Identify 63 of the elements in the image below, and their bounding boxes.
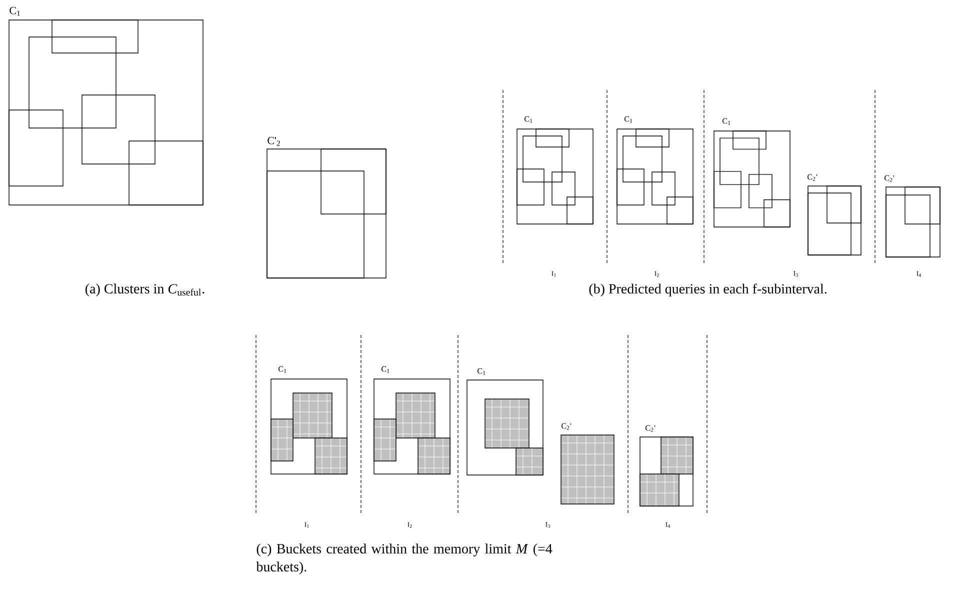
bucket-box <box>516 448 544 476</box>
query-box <box>616 168 644 206</box>
bucket-box <box>396 392 436 438</box>
cluster-label: C$_{1}$ <box>624 116 632 123</box>
query-box <box>714 171 742 208</box>
cluster-label: C$_{1}$ <box>382 366 390 373</box>
bucket-box <box>484 398 530 448</box>
cluster-box <box>884 175 940 258</box>
cluster-label: C$_{2}$' <box>646 425 656 432</box>
bucket-box <box>314 438 348 474</box>
bucket-box <box>640 474 680 506</box>
cluster-box <box>516 116 594 224</box>
cluster-box <box>466 368 544 476</box>
query-box <box>52 20 138 54</box>
cluster-label: C$_{1}$ <box>722 118 730 125</box>
subfigure-caption: (c) Buckets created within the memory limit M (=4 buckets). <box>256 544 552 574</box>
query-box <box>566 196 594 224</box>
subfigure-caption: (b) Predicted queries in each f-subinterval. <box>589 284 826 296</box>
query-box <box>622 136 662 182</box>
cluster-label: C'$_{2}$ <box>268 136 280 146</box>
cluster-box <box>270 366 348 474</box>
cluster-box <box>266 136 386 278</box>
query-box <box>886 194 930 258</box>
cluster-box <box>616 116 694 224</box>
query-box <box>904 186 940 224</box>
query-box <box>82 94 156 164</box>
query-box <box>748 174 772 208</box>
query-box <box>636 128 670 148</box>
cluster-box <box>560 423 614 504</box>
cluster-label: C$_{1}$ <box>524 116 532 123</box>
query-box <box>720 138 760 185</box>
cluster-box <box>808 174 862 256</box>
bucket-box <box>660 436 694 474</box>
cluster-box <box>8 6 204 206</box>
cluster-box <box>714 118 790 228</box>
query-box <box>552 172 576 206</box>
cluster-label: C$_{1}$ <box>278 366 286 373</box>
subfigure-caption: (a) Clusters in C$_{useful}$. <box>86 284 204 296</box>
query-box <box>826 186 862 224</box>
cluster-label: C$_{2}$' <box>808 174 818 181</box>
query-box <box>522 136 562 182</box>
cluster-label: C$_{2}$' <box>884 175 894 182</box>
query-box <box>28 36 116 128</box>
query-box <box>808 192 852 256</box>
bucket-box <box>292 392 332 438</box>
bucket-box <box>270 418 294 462</box>
query-box <box>128 140 204 206</box>
cluster-label: C$_{1}$ <box>10 6 20 16</box>
query-box <box>266 170 364 278</box>
query-box <box>652 172 676 206</box>
query-box <box>536 128 570 148</box>
query-box <box>8 110 64 186</box>
query-box <box>764 199 790 228</box>
query-box <box>516 168 544 206</box>
cluster-box <box>640 425 694 506</box>
query-box <box>320 148 386 214</box>
bucket-box <box>374 418 396 462</box>
bucket-box <box>418 438 450 474</box>
query-box <box>732 130 766 150</box>
query-box <box>666 196 694 224</box>
cluster-label: C$_{1}$ <box>478 368 486 375</box>
cluster-label: C$_{2}$' <box>562 423 572 430</box>
cluster-box <box>374 366 450 474</box>
